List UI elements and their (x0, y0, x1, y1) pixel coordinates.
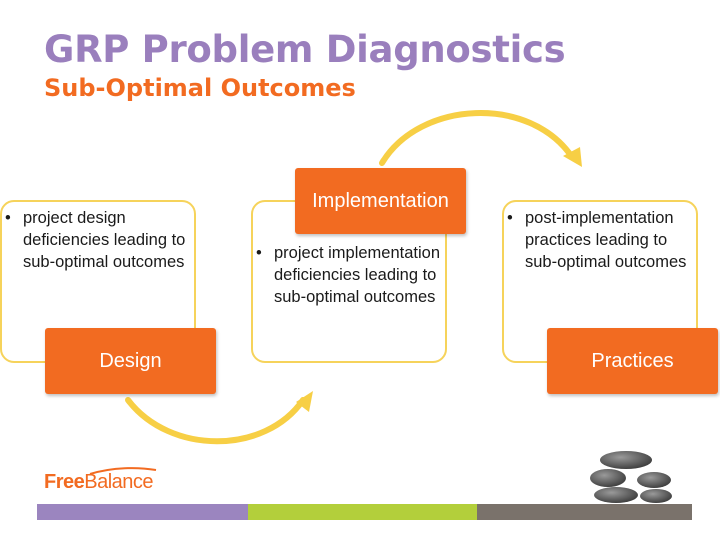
freebalance-logo: FreeBalance (44, 471, 154, 494)
implementation-bullet: project implementation deficiencies lead… (256, 242, 441, 308)
logo-swoosh-icon (89, 467, 157, 475)
footer-bar-purple (37, 504, 248, 520)
page-subtitle: Sub-Optimal Outcomes (44, 74, 356, 102)
stacked-stones-icon (590, 451, 672, 503)
arrow-head-2 (563, 147, 582, 167)
implementation-description: project implementation deficiencies lead… (256, 242, 441, 308)
footer-bar-gray (477, 504, 692, 520)
practices-description: post-implementation practices leading to… (507, 207, 692, 273)
design-label: Design (45, 328, 216, 394)
logo-free: Free (44, 471, 85, 493)
implementation-label: Implementation (295, 168, 466, 234)
footer-bar-green (248, 504, 477, 520)
arrow-design-to-implementation (125, 397, 306, 445)
logo-balance: Balance (84, 471, 154, 493)
page-title: GRP Problem Diagnostics (44, 28, 566, 71)
design-description: project design deficiencies leading to s… (5, 207, 190, 273)
practices-label: Practices (547, 328, 718, 394)
design-bullet: project design deficiencies leading to s… (5, 207, 190, 273)
arrow-implementation-to-practices (379, 110, 575, 166)
arrow-head-1 (296, 391, 313, 412)
practices-bullet: post-implementation practices leading to… (507, 207, 692, 273)
